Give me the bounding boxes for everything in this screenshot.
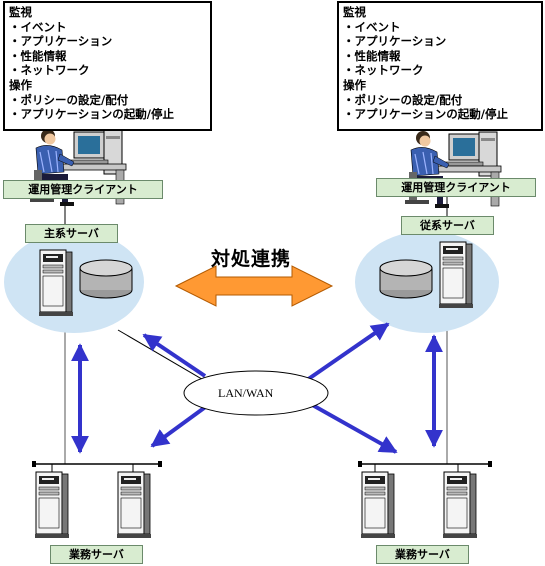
monitoring-item: ・性能情報 <box>9 48 67 63</box>
monitoring-item: ・イベント <box>343 19 401 34</box>
primary-lan-line <box>117 329 213 386</box>
cooperation-arrow <box>174 265 334 307</box>
lan-wan-label: LAN/WAN <box>218 386 274 400</box>
primary-disk-icon <box>79 259 133 299</box>
client-label-left: 運用管理クライアント <box>3 180 163 199</box>
lan-to-primary-arrow <box>142 333 207 378</box>
business-server-icon <box>34 471 70 539</box>
left-business-bus <box>32 461 162 472</box>
operations-heading: 操作 <box>9 77 32 92</box>
cooperation-title: 対処連携 <box>211 248 292 270</box>
business-server-label-left: 業務サーバ <box>50 545 143 564</box>
lan-wan-ellipse <box>183 370 329 416</box>
monitoring-item: ・アプリケーション <box>343 34 447 49</box>
monitoring-item: ・ネットワーク <box>9 63 90 78</box>
secondary-server-icon <box>438 241 474 309</box>
secondary-disk-icon <box>379 259 433 299</box>
monitoring-heading: 監視 <box>343 5 366 19</box>
secondary-server-label: 従系サーバ <box>401 216 494 235</box>
monitoring-item: ・ネットワーク <box>343 63 424 78</box>
operations-item: ・ポリシーの設定/配付 <box>343 92 463 107</box>
operations-item: ・アプリケーションの起動/停止 <box>9 107 174 122</box>
lan-to-secondary-arrow <box>305 322 390 382</box>
left-info-panel: 監視 ・イベント ・アプリケーション ・性能情報 ・ネットワーク 操作 ・ポリシ… <box>3 1 212 131</box>
monitoring-item: ・アプリケーション <box>9 34 113 49</box>
client-label-right: 運用管理クライアント <box>376 178 536 197</box>
primary-server-cloud <box>4 231 144 333</box>
monitoring-heading: 監視 <box>9 5 32 19</box>
right-info-panel: 監視 ・イベント ・アプリケーション ・性能情報 ・ネットワーク 操作 ・ポリシ… <box>337 1 543 131</box>
operations-item: ・アプリケーションの起動/停止 <box>343 107 508 122</box>
monitoring-item: ・性能情報 <box>343 48 401 63</box>
business-server-icon <box>442 471 478 539</box>
operations-heading: 操作 <box>343 77 366 92</box>
business-server-label-right: 業務サーバ <box>376 545 469 564</box>
lan-to-right-business-arrow <box>299 396 398 454</box>
monitoring-item: ・イベント <box>9 19 67 34</box>
business-server-icon <box>360 471 396 539</box>
operations-item: ・ポリシーの設定/配付 <box>9 92 129 107</box>
primary-server-icon <box>38 249 74 317</box>
business-server-icon <box>116 471 152 539</box>
right-business-bus <box>358 461 492 472</box>
primary-server-label: 主系サーバ <box>25 224 118 243</box>
